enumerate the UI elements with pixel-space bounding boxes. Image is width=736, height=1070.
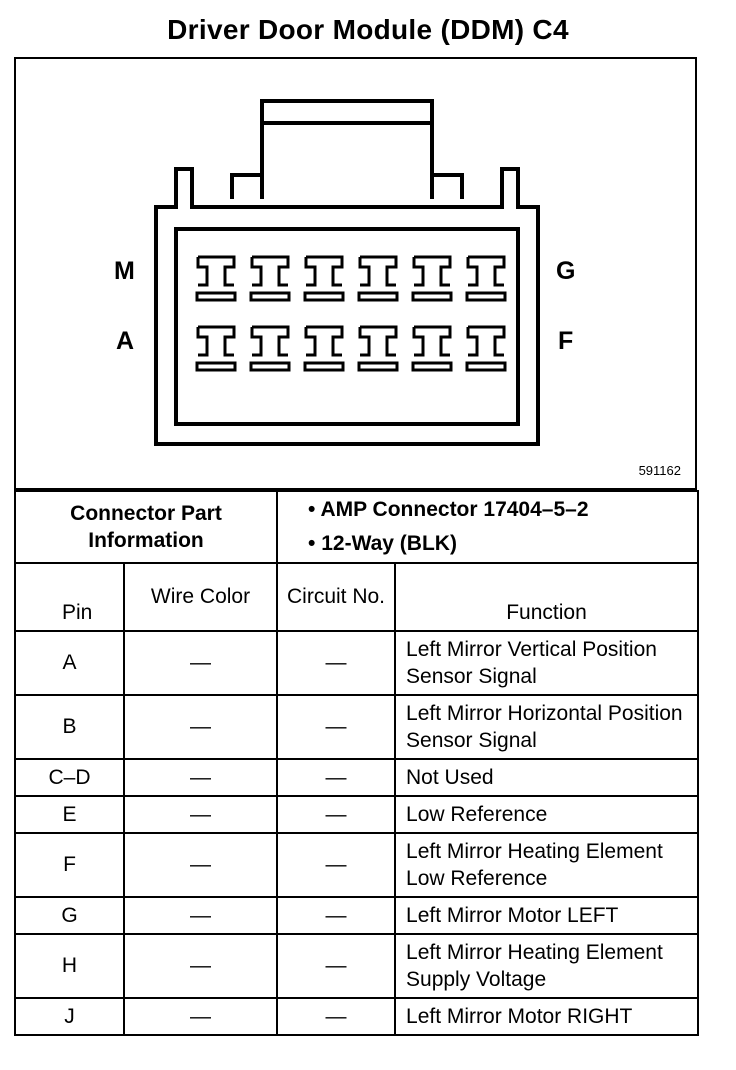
connector-info-list: • AMP Connector 17404–5–2 • 12-Way (BLK) <box>276 490 700 564</box>
table-row: G——Left Mirror Motor LEFT <box>14 896 700 935</box>
circuit-cell: — <box>276 795 397 834</box>
pin-label-g: G <box>556 257 576 285</box>
function-cell: Low Reference <box>394 795 700 834</box>
connector-info-item: • AMP Connector 17404–5–2 <box>308 493 691 527</box>
header-function: Function <box>394 562 700 632</box>
function-cell: Left Mirror Vertical Position Sensor Sig… <box>394 630 700 696</box>
function-cell: Left Mirror Heating Element Supply Volta… <box>394 933 700 999</box>
pin-cell: G <box>14 896 125 935</box>
wire-color-cell: — <box>122 896 279 935</box>
wire-color-cell: — <box>122 933 279 999</box>
connector-info-label: Connector Part Information <box>13 490 279 564</box>
connector-way-count: 12-Way (BLK) <box>321 532 457 555</box>
wire-color-cell: — <box>122 694 279 760</box>
connector-info-label-text: Connector Part Information <box>70 502 222 552</box>
header-circuit-no: Circuit No. <box>276 562 397 632</box>
bullet-icon: • <box>308 532 316 555</box>
pin-cell: F <box>14 832 125 898</box>
header-pin: Pin <box>14 562 125 632</box>
figure-id: 591162 <box>638 463 681 478</box>
connector-diagram: M A G F 591162 <box>14 57 697 490</box>
pin-cell: B <box>14 694 125 760</box>
table-row: C–D——Not Used <box>14 758 700 797</box>
terminal-cavity <box>411 255 453 302</box>
connector-drawing <box>154 99 540 446</box>
wire-color-cell: — <box>122 832 279 898</box>
wire-color-cell: — <box>122 630 279 696</box>
circuit-cell: — <box>276 933 397 999</box>
pin-label-f: F <box>558 327 574 355</box>
terminal-cavity <box>303 255 345 302</box>
table-row: A——Left Mirror Vertical Position Sensor … <box>14 630 700 696</box>
terminal-cavity <box>249 325 291 372</box>
circuit-cell: — <box>276 997 397 1036</box>
terminal-cavity <box>195 255 237 302</box>
terminal-cavity <box>357 325 399 372</box>
bullet-icon: • <box>308 498 316 521</box>
terminal-cavity <box>465 325 507 372</box>
terminal-cavities <box>195 255 507 372</box>
pin-cell: J <box>14 997 125 1036</box>
function-cell: Not Used <box>394 758 700 797</box>
pin-cell: H <box>14 933 125 999</box>
circuit-cell: — <box>276 896 397 935</box>
pin-cell: E <box>14 795 125 834</box>
wire-color-cell: — <box>122 997 279 1036</box>
pin-cell: C–D <box>14 758 125 797</box>
pin-label-a: A <box>116 327 135 355</box>
function-cell: Left Mirror Horizontal Position Sensor S… <box>394 694 700 760</box>
circuit-cell: — <box>276 694 397 760</box>
pin-cell: A <box>14 630 125 696</box>
page-title: Driver Door Module (DDM) C4 <box>167 14 569 45</box>
pinout-table: Connector Part Information • AMP Connect… <box>13 490 700 1036</box>
connector-info-item: • 12-Way (BLK) <box>308 527 691 561</box>
table-row: B——Left Mirror Horizontal Position Senso… <box>14 694 700 760</box>
terminal-cavity <box>303 325 345 372</box>
pin-label-m: M <box>114 257 135 285</box>
function-cell: Left Mirror Motor RIGHT <box>394 997 700 1036</box>
table-row: F——Left Mirror Heating Element Low Refer… <box>14 832 700 898</box>
terminal-cavity <box>249 255 291 302</box>
table-row: E——Low Reference <box>14 795 700 834</box>
function-cell: Left Mirror Motor LEFT <box>394 896 700 935</box>
terminal-cavity <box>465 255 507 302</box>
terminal-cavity <box>357 255 399 302</box>
header-wire-color: Wire Color <box>122 562 279 632</box>
terminal-cavity <box>195 325 237 372</box>
circuit-cell: — <box>276 630 397 696</box>
connector-part-number: AMP Connector 17404–5–2 <box>320 498 589 521</box>
circuit-cell: — <box>276 758 397 797</box>
wire-color-cell: — <box>122 758 279 797</box>
circuit-cell: — <box>276 832 397 898</box>
connector-info-row: Connector Part Information • AMP Connect… <box>13 490 700 564</box>
table-row: J——Left Mirror Motor RIGHT <box>14 997 700 1036</box>
table-header: Pin Wire Color Circuit No. Function <box>14 562 700 632</box>
wire-color-cell: — <box>122 795 279 834</box>
table-row: H——Left Mirror Heating Element Supply Vo… <box>14 933 700 999</box>
function-cell: Left Mirror Heating Element Low Referenc… <box>394 832 700 898</box>
terminal-cavity <box>411 325 453 372</box>
